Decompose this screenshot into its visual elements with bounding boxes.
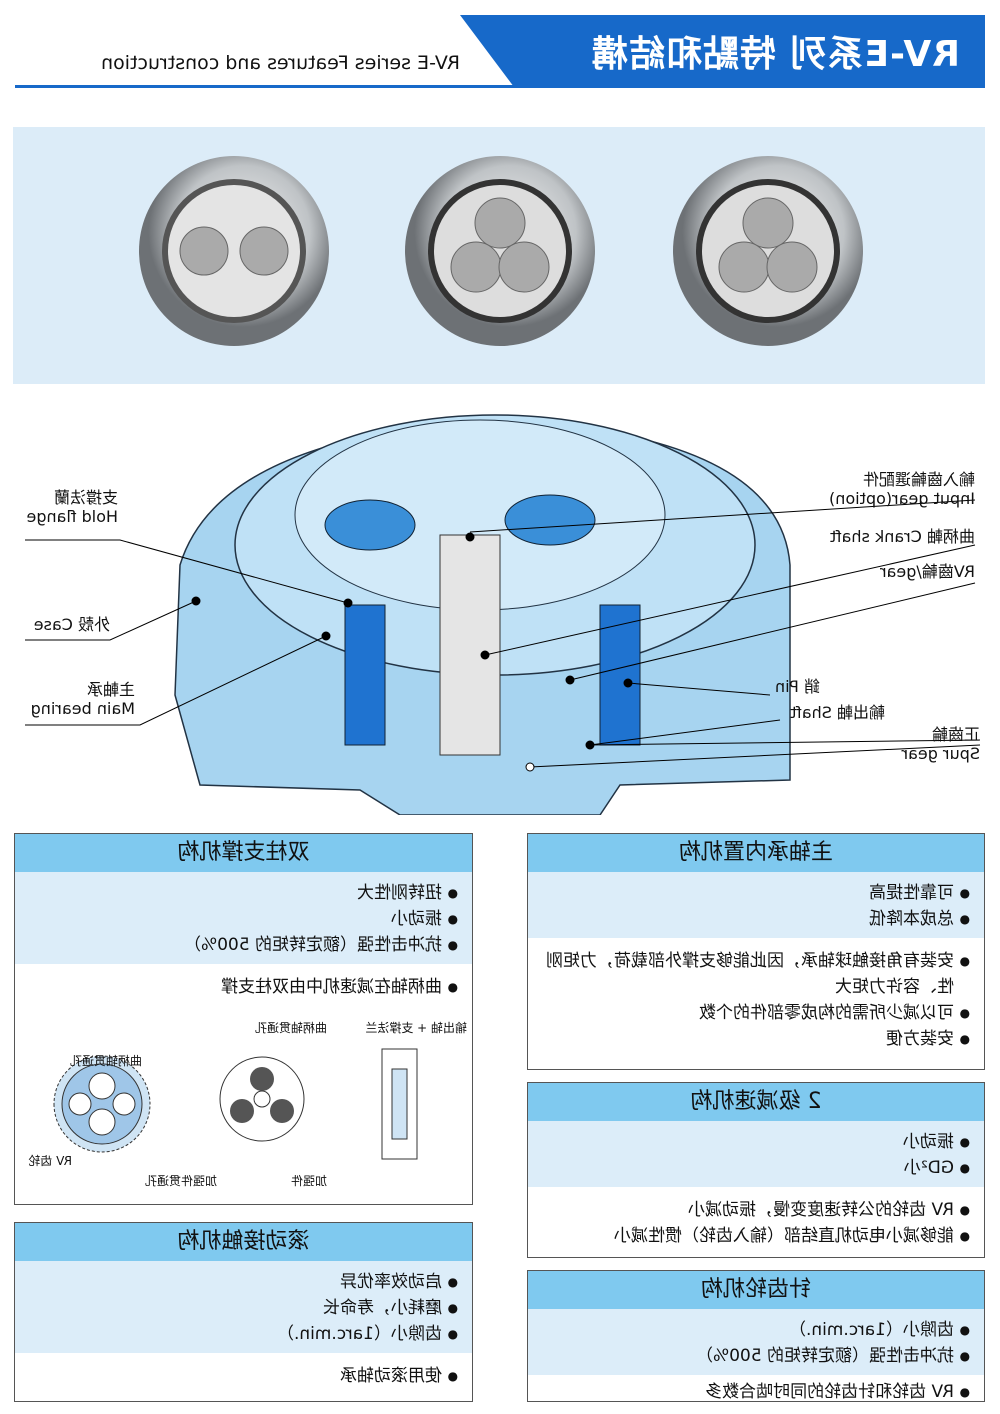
box-title: 2 级减速机构 — [528, 1083, 984, 1121]
header-divider — [15, 85, 985, 88]
page-subtitle: RV-E series Features and construction — [101, 52, 460, 74]
fig-label-reinforce: 加强件 — [290, 1174, 327, 1188]
detail: 曲柄轴在减速机中由双柱支撑 — [15, 974, 442, 1000]
box-double-column: 双柱支撑机构 扭转刚性大振动小抗冲击性强（额定转矩的 500%） 曲柄轴在减速机… — [14, 833, 473, 1205]
reducer-photos-image — [139, 156, 863, 346]
feature: 齿隙小（1arc.min.） — [528, 1317, 954, 1343]
feature: 启动效率优异 — [15, 1269, 442, 1295]
feature: 总成本降低 — [528, 906, 954, 932]
product-photos — [13, 127, 985, 384]
box-two-stage: 2 级减速机构 振动小GD²小 RV 齿轮的公转速度变慢，振动减小能够减小电动机… — [527, 1082, 985, 1258]
fig-label-crank-hole: 曲柄轴贯通孔 — [69, 1054, 142, 1068]
detail: RV 齿轮的公转速度变慢，振动减小 — [528, 1197, 954, 1223]
label-pin: 銷 Pin — [775, 677, 820, 696]
box-title: 主轴承内置机构 — [528, 834, 984, 872]
detail: 能够减小电动机直结部（输入齿轮）惯性减小 — [528, 1223, 954, 1249]
box-pin-gear: 针齿轮机构 齿隙小（1arc.min.）抗冲击性强（额定转矩的 500%） RV… — [527, 1270, 985, 1402]
box-title: 针齿轮机构 — [528, 1271, 984, 1309]
label-crank-shaft: 曲柄軸 Crank shaft — [829, 527, 975, 546]
reducer-photo-3 — [139, 156, 329, 346]
fig-label-reinforce-hole: 加强件贯通孔 — [144, 1174, 217, 1188]
feature: 振动小 — [528, 1129, 954, 1155]
detail: 安装方便 — [528, 1026, 954, 1052]
feature: 抗冲击性强（额定转矩的 500%） — [15, 932, 442, 958]
feature: 抗冲击性强（额定转矩的 500%） — [528, 1343, 954, 1369]
cutaway-diagram — [25, 414, 981, 815]
fig-label-crank-hole: 曲柄轴贯通孔 — [254, 1021, 327, 1035]
feature: GD²小 — [528, 1155, 954, 1181]
box-rolling-contact: 滚动接触机构 启动效率优异磨耗小，寿命长齿隙小（1arc.min.） 使用滚动轴… — [14, 1222, 473, 1402]
label-shaft: 輸出軸 Shaft — [790, 703, 885, 722]
detail: 使用滚动轴承 — [15, 1363, 442, 1389]
label-rv-gear: RV齒輪/gear — [880, 562, 975, 581]
detail: 安装有角接触球轴承，因此能够支撑外部载荷，力矩刚性、容许力矩大 — [528, 948, 954, 1000]
box-title: 双柱支撑机构 — [15, 834, 472, 872]
reducer-photo-1 — [673, 156, 863, 346]
box-main-bearing: 主轴承内置机构 可靠性提高总成本降低 安装有角接触球轴承，因此能够支撑外部载荷，… — [527, 833, 985, 1070]
double-column-figure — [53, 1048, 418, 1160]
feature: 扭转刚性大 — [15, 880, 442, 906]
page-title: RV-E系列 特點和結構 — [590, 34, 960, 75]
detail: 可以减少所需的构成零部件的个数 — [528, 1000, 954, 1026]
label-case: 外殼 Case — [33, 615, 110, 634]
feature: 振动小 — [15, 906, 442, 932]
reducer-photo-2 — [405, 156, 595, 346]
feature: 齿隙小（1arc.min.） — [15, 1321, 442, 1347]
feature: 可靠性提高 — [528, 880, 954, 906]
feature: 磨耗小，寿命长 — [15, 1295, 442, 1321]
fig-label-rv-gear: RV 齿轮 — [28, 1154, 72, 1168]
fig-label-output: 输出轴 + 支撑法兰 — [365, 1021, 467, 1035]
detail: RV 齿轮和针齿轮的同时啮合数多 — [528, 1379, 954, 1405]
box-title: 滚动接触机构 — [15, 1223, 472, 1261]
